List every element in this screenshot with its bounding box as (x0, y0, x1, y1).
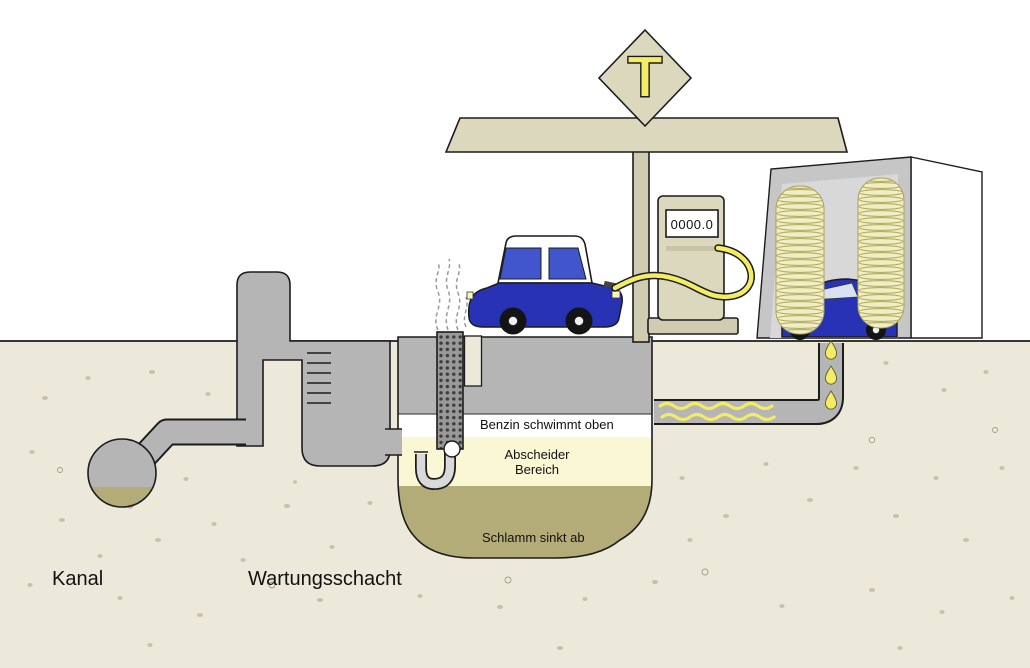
car-rear-window (499, 247, 542, 280)
schlamm-label: Schlamm sinkt ab (482, 530, 585, 545)
station-structure: T (444, 28, 849, 343)
benzin-label: Benzin schwimmt oben (480, 417, 614, 432)
wash-brush-right (857, 177, 905, 329)
float-ball (443, 440, 461, 458)
gasoline-trace-wave (658, 401, 774, 411)
abscheider-label-line2: Bereich (515, 462, 559, 477)
tank-inlet-connector (385, 428, 402, 456)
car-wash (756, 156, 983, 340)
kanal-label: Kanal (52, 568, 103, 590)
tank-labels: Benzin schwimmt oben Abscheider Bereich … (480, 417, 614, 545)
pump-slot (666, 246, 718, 251)
fuel-hose (603, 244, 755, 301)
sewer-kanal (87, 438, 157, 508)
gasoline-trace-wave (660, 412, 776, 422)
pump-display-value: 0000.0 (671, 217, 714, 232)
taillight (466, 291, 474, 300)
wartungsschacht-label: Wartungsschacht (248, 568, 402, 590)
car-body (467, 282, 623, 328)
station-sign: T (597, 28, 693, 128)
headlight (611, 290, 621, 299)
fuel-pump: 0000.0 (647, 195, 739, 335)
shaft-ladder-rungs (307, 352, 331, 404)
tank-top-recess (463, 335, 483, 387)
vent-pipe (414, 331, 464, 490)
canopy-pole (632, 149, 650, 343)
canopy (444, 117, 849, 153)
abscheider-label-line1: Abscheider (504, 447, 570, 462)
pump-display (665, 209, 719, 238)
car-windshield (548, 247, 587, 280)
fumes (435, 258, 468, 331)
drain-pipe (654, 340, 844, 425)
sewer-pipe (132, 418, 246, 469)
carwash-building (910, 156, 983, 339)
sign-letter: T (627, 45, 662, 110)
car-at-pump (466, 235, 623, 335)
kanal-sludge (91, 487, 153, 508)
wash-brush-left (775, 185, 825, 335)
soil-speckles (27, 361, 1015, 650)
